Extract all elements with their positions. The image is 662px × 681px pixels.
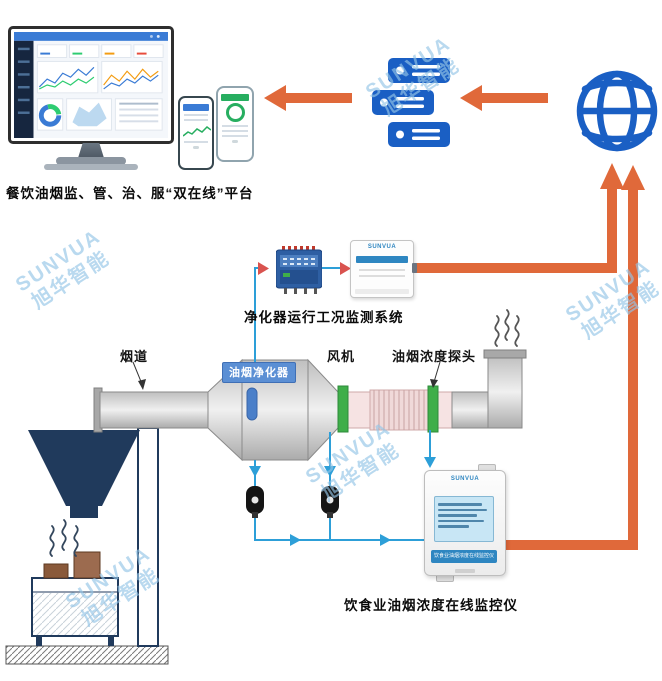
purifier-monitoring-caption: 净化器运行工况监测系统 xyxy=(244,310,404,325)
display-text-line xyxy=(438,525,470,528)
feed-arrows xyxy=(258,262,351,275)
display-text-line xyxy=(438,503,483,506)
probe-pointer xyxy=(430,361,441,388)
phone-header xyxy=(183,104,209,111)
signal-arrows xyxy=(249,457,436,546)
phone-text-line xyxy=(184,141,208,143)
flue-pointer xyxy=(132,361,146,390)
phone-text-line xyxy=(184,119,208,121)
probe-section xyxy=(427,385,453,433)
phone-app-blue xyxy=(178,96,214,170)
platform-caption: 餐饮油烟监、管、治、服“双在线”平台 xyxy=(6,186,254,201)
transmitter-label-band xyxy=(356,256,408,263)
phone-home-button xyxy=(193,146,199,149)
server-icon xyxy=(372,58,452,150)
display-text-line xyxy=(438,514,477,517)
pot xyxy=(43,563,69,579)
dashboard-monitor xyxy=(8,26,178,176)
transmitter-detail-line xyxy=(359,275,405,277)
phone-app-green xyxy=(216,86,254,162)
stove-steam xyxy=(49,519,79,557)
purifier-data-logger xyxy=(276,246,322,294)
stack-steam xyxy=(494,309,520,347)
fan-stripe xyxy=(337,385,349,433)
dashboard-sidebar xyxy=(14,40,34,138)
transmitter-connector xyxy=(412,263,417,273)
transmitter-footer xyxy=(355,289,409,294)
brand-text: SUNVUA xyxy=(450,476,480,482)
phone-header xyxy=(221,94,249,101)
display-text-line xyxy=(438,519,484,522)
online-monitor-caption: 饮食业油烟浓度在线监控仪 xyxy=(344,598,518,613)
phone-gauge xyxy=(225,103,245,122)
probe-label: 油烟浓度探头 xyxy=(392,349,477,364)
exhaust-hood xyxy=(28,430,140,518)
kitchen-duct-column xyxy=(137,427,159,647)
monitor-stand xyxy=(78,143,104,158)
display-text-line xyxy=(438,508,488,511)
phone-chart xyxy=(183,126,211,137)
dashboard-ui xyxy=(14,32,168,138)
table-panel xyxy=(114,98,163,131)
monitor-footer xyxy=(455,569,475,573)
monitor-display xyxy=(434,496,494,542)
fan-label: 风机 xyxy=(327,349,356,364)
fan-section xyxy=(337,385,371,433)
phone-text-line xyxy=(222,125,248,127)
phone-home-button xyxy=(232,140,238,143)
data-flow-arrows xyxy=(285,93,638,550)
duct-horizontal xyxy=(93,387,209,433)
pot xyxy=(73,551,101,579)
monitor-screen xyxy=(8,26,174,144)
probe-stripe xyxy=(427,385,439,433)
globe-icon xyxy=(576,62,658,160)
phone-text-line xyxy=(222,135,248,137)
phone-text-line xyxy=(184,114,208,116)
line-charts xyxy=(36,60,163,94)
purifier-label: 油烟净化器 xyxy=(222,362,296,383)
current-clamp xyxy=(321,486,339,518)
flue-label: 烟道 xyxy=(120,349,149,364)
monitor-base xyxy=(44,164,138,170)
flexible-duct xyxy=(369,389,429,431)
monitor-name-plate: 饮食业油烟浓度在线监控仪 xyxy=(431,550,497,563)
kitchen-floor xyxy=(5,645,169,665)
phone-text-line xyxy=(222,130,248,132)
transmitter-detail-line xyxy=(359,269,405,271)
outlet-duct xyxy=(451,349,527,429)
monitor-base xyxy=(56,157,126,165)
data-flow-arrowheads xyxy=(264,85,645,190)
stove xyxy=(31,551,119,646)
online-concentration-monitor: SUNVUA 饮食业油烟浓度在线监控仪 xyxy=(424,464,506,582)
purifier-monitor-transmitter: SUNVUA xyxy=(350,240,417,298)
map-panel xyxy=(66,98,112,131)
donut-chart xyxy=(36,98,64,131)
stat-tiles xyxy=(36,44,164,59)
brand-text: SUNVUA xyxy=(367,244,397,250)
dashboard-topbar xyxy=(14,32,168,41)
current-clamp xyxy=(246,486,264,518)
